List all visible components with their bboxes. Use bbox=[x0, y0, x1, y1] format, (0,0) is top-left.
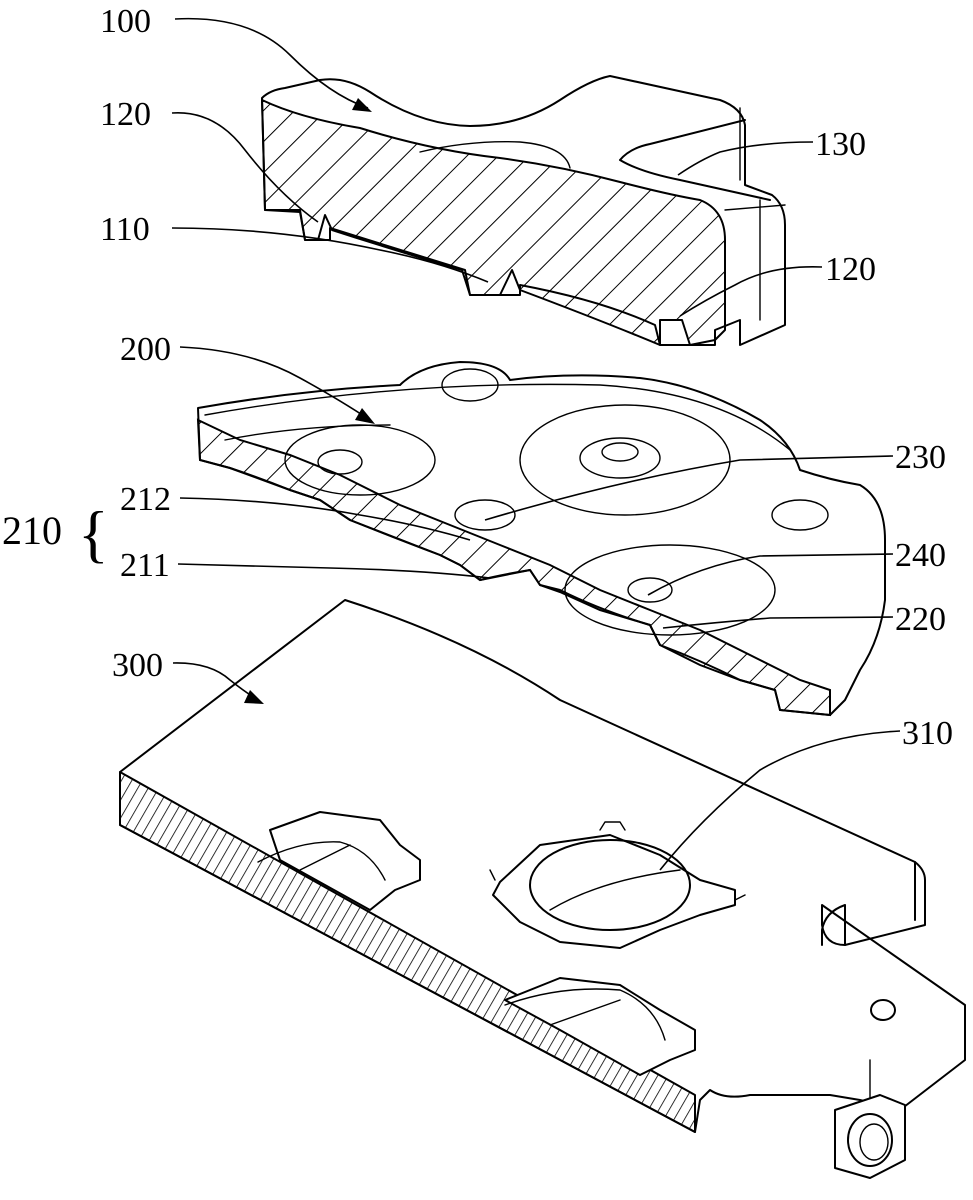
label-220: 220 bbox=[895, 601, 946, 638]
label-310: 310 bbox=[902, 715, 953, 752]
board-connector bbox=[835, 1095, 905, 1178]
label-300: 300 bbox=[112, 647, 163, 684]
label-200: 200 bbox=[120, 331, 171, 368]
label-100: 100 bbox=[100, 3, 151, 40]
label-210: 210 bbox=[2, 508, 62, 553]
label-120-right: 120 bbox=[825, 251, 876, 288]
component-100-cover bbox=[262, 76, 785, 345]
label-240: 240 bbox=[895, 537, 946, 574]
label-211: 211 bbox=[120, 547, 170, 584]
leader-211 bbox=[178, 564, 490, 578]
label-130: 130 bbox=[815, 126, 866, 163]
label-120-left: 120 bbox=[100, 96, 151, 133]
label-212: 212 bbox=[120, 481, 171, 518]
label-110: 110 bbox=[100, 211, 150, 248]
label-230: 230 bbox=[895, 439, 946, 476]
brace-210: { bbox=[78, 498, 109, 569]
